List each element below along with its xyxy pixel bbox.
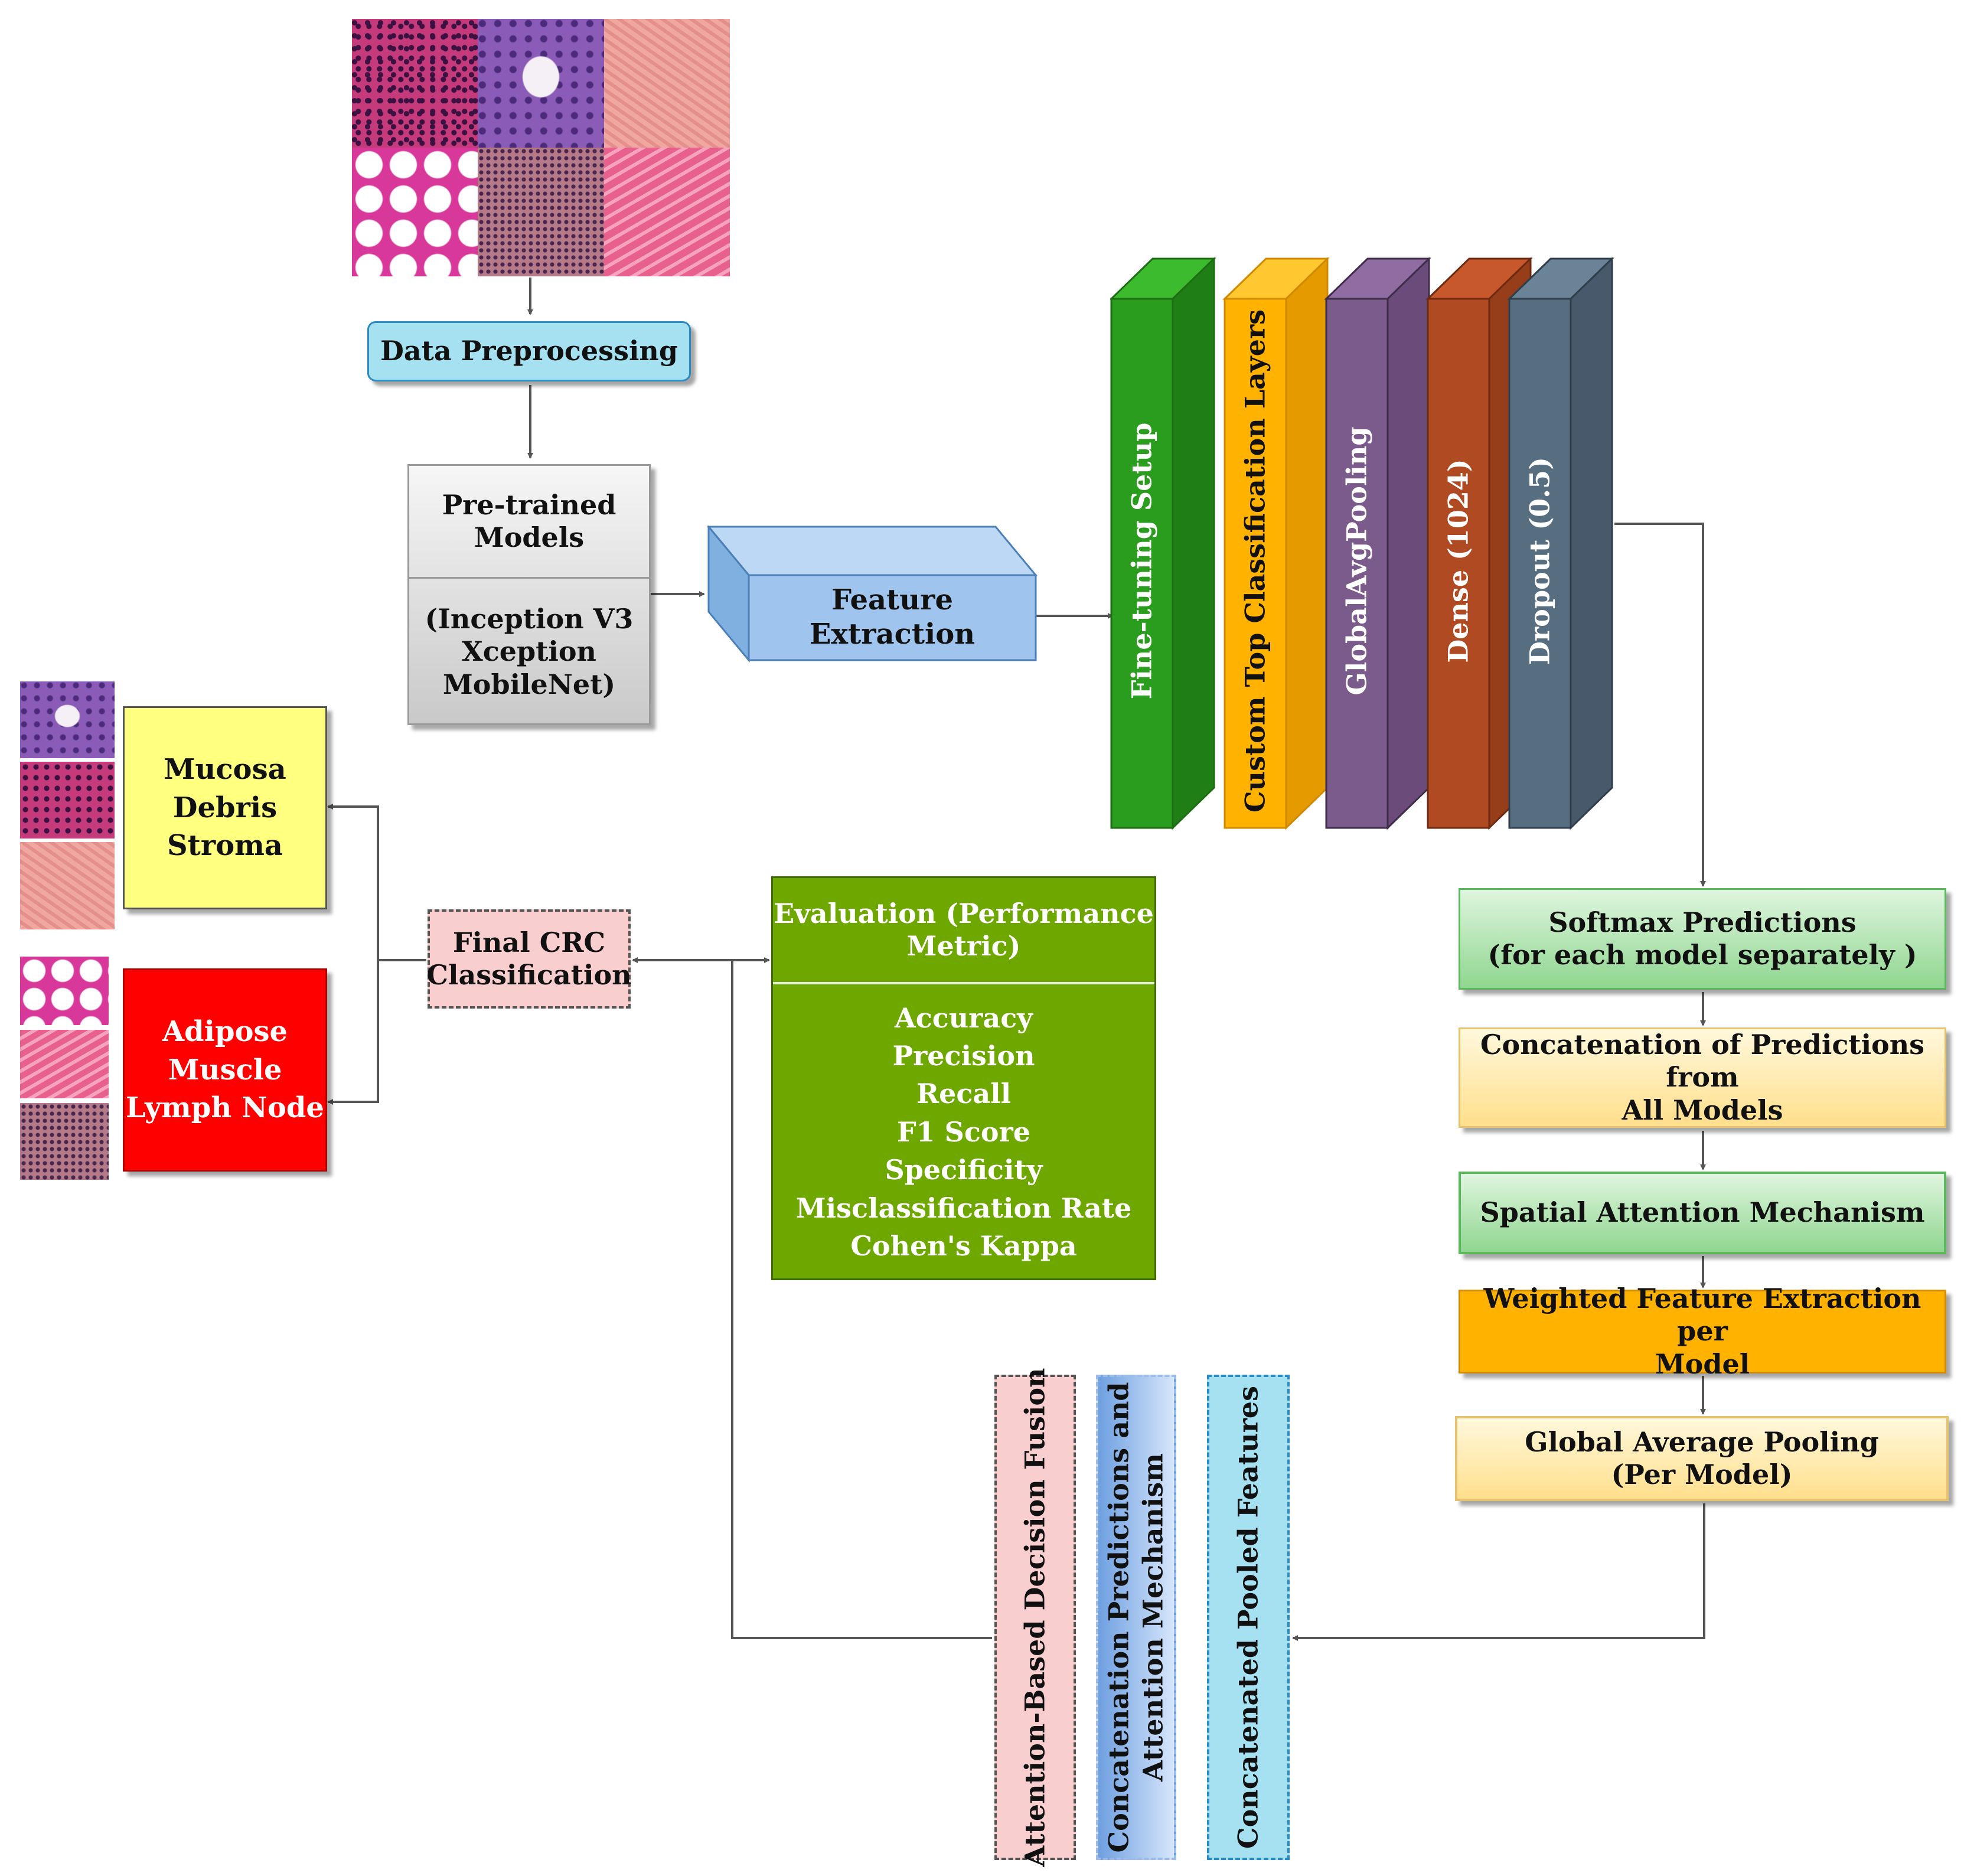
pretrained-title: Pre-trained Models (409, 466, 649, 577)
metric-f1-score: F1 Score (896, 1115, 1031, 1148)
feature-extraction-front-face (748, 574, 1037, 661)
arrow-gap-to-pooled (1292, 1503, 1705, 1641)
class-muscle: Muscle (168, 1053, 282, 1087)
class-stroma: Stroma (167, 829, 283, 863)
arrow-split-to-class1 (327, 804, 379, 960)
metric-precision: Precision (892, 1040, 1035, 1072)
input-tissue-mosaic (352, 19, 730, 276)
thumb-adipose (20, 957, 109, 1025)
final-line1: Final CRC (452, 926, 606, 958)
concatenation-predictions-box: Concatenation of Predictions from All Mo… (1459, 1027, 1946, 1128)
final-crc-classification-box: Final CRC Classification (426, 909, 632, 1009)
metric-cohens-kappa: Cohen's Kappa (850, 1229, 1077, 1262)
global-average-pooling-box: Global Average Pooling (Per Model) (1455, 1416, 1949, 1501)
weighted-line2: Model (1655, 1348, 1750, 1380)
evaluation-metric-list: Accuracy Precision Recall F1 Score Speci… (773, 984, 1154, 1280)
model-inception: (Inception V3 (425, 603, 634, 635)
feature-extraction-top-face (707, 526, 1038, 576)
class-group-1-box: Mucosa Debris Stroma (123, 706, 327, 909)
weighted-feature-box: Weighted Feature Extraction per Model (1459, 1283, 1946, 1380)
thumb-debris (20, 762, 115, 839)
feature-extraction-label-box: Feature Extraction (749, 575, 1036, 660)
evaluation-title: Evaluation (Performance Metric) (773, 878, 1154, 982)
muscle-tile (604, 148, 730, 276)
thumb-stroma (20, 842, 115, 929)
layer-finetuning-block (1110, 257, 1216, 830)
final-line2: Classification (426, 959, 632, 991)
pretrained-title-line2: Models (474, 521, 585, 553)
feature-extraction-block (707, 526, 1038, 663)
pretrained-title-line1: Pre-trained (442, 488, 616, 521)
gap-line1: Global Average Pooling (1525, 1425, 1879, 1458)
weighted-line1: Weighted Feature Extraction per (1483, 1283, 1921, 1348)
class-mucosa: Mucosa (164, 752, 286, 786)
softmax-predictions-box: Softmax Predictions (for each model sepa… (1459, 888, 1946, 990)
arrow-split-to-class2 (327, 960, 379, 1105)
pretrained-model-list: (Inception V3 Xception MobileNet) (409, 579, 649, 725)
softmax-line1: Softmax Predictions (1548, 906, 1857, 938)
evaluation-box: Evaluation (Performance Metric) Accuracy… (771, 876, 1156, 1280)
evaluation-divider (773, 982, 1154, 984)
class-lymph-node: Lymph Node (126, 1091, 324, 1125)
concat-pred-line1: Concatenation Predictions and (1102, 1382, 1135, 1853)
lymph-node-tile (478, 148, 604, 276)
class-adipose: Adipose (162, 1014, 288, 1048)
data-preprocessing-label: Data Preprocessing (380, 335, 678, 367)
thumb-mucosa (20, 681, 115, 758)
layer-globalavgpooling-label: GlobalAvgPooling (1340, 426, 1373, 696)
metric-recall: Recall (916, 1078, 1012, 1110)
thumb-lymph-node (20, 1103, 109, 1180)
arrow-layers-to-softmax (1614, 523, 1706, 887)
spatial-attention-box: Spatial Attention Mechanism (1459, 1172, 1946, 1254)
metric-accuracy: Accuracy (895, 1001, 1033, 1034)
softmax-line2: (for each model separately ) (1487, 939, 1917, 971)
layer-dropout-block (1507, 257, 1614, 830)
debris-tile (352, 19, 478, 148)
class-group-2-box: Adipose Muscle Lymph Node (123, 968, 327, 1172)
layer-finetuning-label: Fine-tuning Setup (1125, 422, 1158, 700)
metric-specificity: Specificity (885, 1154, 1043, 1186)
evaluation-title-line1: Evaluation (Performance (774, 897, 1154, 929)
feature-extraction-label: Feature Extraction (809, 583, 976, 651)
stroma-tile (604, 19, 730, 148)
mucosa-tile (478, 19, 604, 148)
layer-custom-top-label: Custom Top Classification Layers (1239, 309, 1271, 813)
class-thumbnails-group-2 (20, 957, 109, 1180)
concat-pred-attention-label: Concatenation Predictions and Attention … (1102, 1382, 1170, 1852)
layer-stack (1110, 257, 1614, 830)
model-mobilenet: MobileNet) (442, 668, 616, 700)
pretrained-models-box: Pre-trained Models (Inception V3 Xceptio… (407, 464, 651, 725)
concatenated-pooled-label: Concatenated Pooled Features (1232, 1386, 1264, 1849)
spatial-attention-label: Spatial Attention Mechanism (1480, 1196, 1925, 1229)
concat-line2: All Models (1622, 1094, 1783, 1126)
attention-decision-fusion-box (994, 1375, 1076, 1860)
attention-fusion-label: Attention-Based Decision Fusion (1019, 1368, 1051, 1867)
class-thumbnails-group-1 (20, 681, 115, 929)
thumb-muscle (20, 1030, 109, 1098)
line-fusion-to-trunk (731, 960, 992, 1639)
layer-dense-label: Dense (1024) (1442, 459, 1474, 663)
concat-line1: Concatenation of Predictions from (1480, 1029, 1925, 1094)
evaluation-title-line2: Metric) (906, 930, 1021, 962)
layer-custom-top-block (1222, 257, 1330, 830)
data-preprocessing-box: Data Preprocessing (367, 321, 691, 381)
concatenation-predictions-attention-box (1096, 1375, 1176, 1860)
gap-line2: (Per Model) (1611, 1459, 1793, 1490)
class-debris: Debris (172, 791, 278, 824)
metric-misclassification-rate: Misclassification Rate (795, 1192, 1132, 1224)
pretrained-divider (409, 577, 649, 579)
adipose-tile (352, 148, 478, 276)
concat-pred-line2: Attention Mechanism (1137, 1453, 1169, 1782)
model-xception: Xception (462, 635, 596, 668)
layer-dropout-label: Dropout (0.5) (1523, 457, 1556, 665)
concatenated-pooled-features-box (1207, 1375, 1290, 1860)
